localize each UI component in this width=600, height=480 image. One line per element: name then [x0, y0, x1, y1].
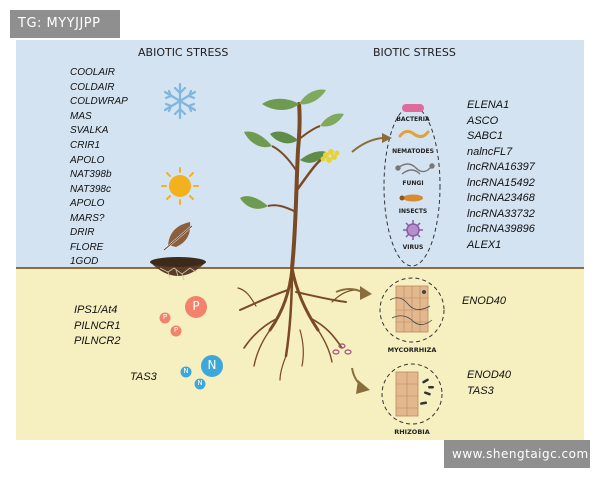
gene-label: lncRNA39896 [467, 223, 535, 235]
nitrogen-letter-small: N [197, 379, 203, 387]
fungi-icon [395, 163, 435, 175]
rhizobia-label: RHIZOBIA [394, 428, 430, 436]
pathogen-label-insects: INSECTS [398, 208, 428, 215]
gene-label: ALEX1 [467, 238, 502, 251]
gene-label: MARS? [70, 212, 105, 224]
gene-label: lncRNA23468 [467, 192, 535, 204]
ground-line [16, 267, 584, 269]
rhizobia-gene-list: ENOD40 TAS3 [467, 368, 511, 399]
mycorrhiza-label: MYCORRHIZA [387, 346, 437, 354]
nematode-icon [398, 129, 430, 139]
gene-label: SVALKA [70, 125, 109, 137]
biotic-gene-list: ELENA1 ASCO SABC1 nalncFL7 lncRNA16397 l… [467, 98, 535, 253]
gene-label: MAS [70, 110, 92, 122]
rhizobia-boundary [381, 363, 443, 425]
root-nodules-icon [332, 343, 352, 355]
gene-label: IPS1/At4 [74, 304, 118, 316]
cold-gene-list: COOLAIR COLDAIR COLDWRAP MAS SVALKA CRIR… [70, 66, 128, 168]
roots-icon [237, 266, 357, 381]
gene-label: ELENA1 [467, 99, 510, 111]
nitrogen-gene-label: TAS3 [130, 371, 157, 383]
pathogen-label-virus: VIRUS [402, 244, 424, 251]
phosphate-icon [159, 296, 207, 337]
gene-label: COLDWRAP [70, 96, 128, 108]
insect-icon [399, 194, 423, 202]
biotic-stress-title: BIOTIC STRESS [373, 46, 456, 59]
gene-label: lncRNA15492 [467, 176, 535, 189]
gene-label: ASCO [467, 114, 499, 127]
drought-gene-list: DRIR FLORE 1GOD [70, 226, 103, 270]
phosphate-letter: P [192, 299, 200, 313]
gene-label: ENOD40 [467, 369, 512, 381]
gene-label: SABC1 [467, 130, 504, 142]
phosphate-gene-list: IPS1/At4 PILNCR1 PILNCR2 [74, 303, 120, 350]
phosphate-letter-small: P [162, 313, 168, 321]
cracked-soil-icon [150, 257, 206, 281]
above-ground-panel [16, 40, 584, 268]
plant-icon [240, 89, 344, 270]
gene-label: CRIR1 [70, 139, 101, 151]
rhizobia-arrow [351, 367, 370, 394]
gene-label: PILNCR1 [74, 319, 121, 332]
phosphate-letter-small: P [173, 326, 179, 334]
gene-label: DRIR [70, 227, 95, 238]
watermark-top-left: TG: MYYJJPP [10, 10, 120, 38]
gene-label: FLORE [70, 241, 104, 253]
gene-label: nalncFL7 [467, 145, 513, 158]
drought-icon [163, 222, 193, 251]
mycorrhiza-gene-label: ENOD40 [462, 295, 507, 307]
nitrogen-icon [180, 355, 223, 390]
nitrogen-letter: N [207, 358, 217, 372]
abiotic-stress-title: ABIOTIC STRESS [138, 46, 229, 59]
heat-gene-list: NAT398b NAT398c APOLO MARS? [70, 168, 112, 226]
gene-label: NAT398c [70, 183, 111, 195]
gene-label: lncRNA33732 [467, 207, 535, 220]
mycorrhiza-arrow [335, 286, 372, 300]
gene-label: COOLAIR [70, 67, 116, 78]
watermark-bottom-right: www.shengtaigc.com [444, 440, 590, 468]
gene-label: 1GOD [70, 256, 99, 268]
mycorrhiza-icon [389, 285, 433, 333]
rhizobia-icon [395, 371, 434, 417]
gene-label: COLDAIR [70, 81, 115, 93]
virus-icon [403, 220, 423, 240]
snowflake-icon [163, 82, 197, 120]
pathogen-label-fungi: FUNGI [402, 180, 424, 187]
gene-label: PILNCR2 [74, 335, 121, 347]
gene-label: APOLO [70, 198, 105, 210]
gene-label: TAS3 [467, 384, 494, 397]
pathogen-label-nematodes: NEMATODES [392, 148, 434, 155]
gene-label: APOLO [70, 154, 105, 166]
nitrogen-letter-small: N [183, 367, 189, 375]
sun-icon [161, 167, 199, 205]
gene-label: lncRNA16397 [467, 161, 535, 173]
mycorrhiza-boundary [379, 277, 445, 343]
bacteria-icon [402, 104, 424, 112]
biotic-arrow [351, 133, 392, 153]
pathogen-label-bacteria: BACTERIA [396, 116, 430, 123]
gene-label: NAT398b [70, 169, 112, 180]
